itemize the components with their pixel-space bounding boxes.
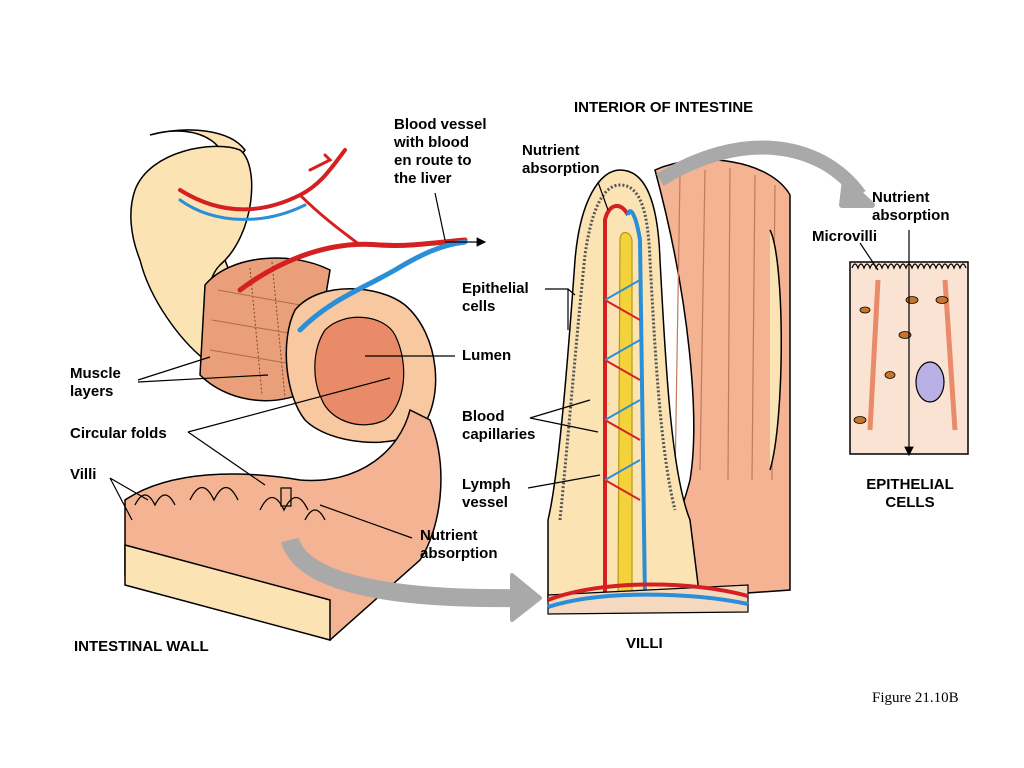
artery-capillary	[603, 204, 630, 600]
vein-capillary	[626, 209, 647, 601]
figure-number: Figure 21.10B	[872, 690, 959, 706]
villi-folds	[134, 486, 326, 521]
label-nutrient-absorption-right: Nutrient absorption	[872, 189, 950, 224]
tube-blood-vessels	[178, 148, 468, 333]
villus-base	[547, 584, 749, 615]
label-muscle-layers: Muscle layers	[70, 365, 121, 400]
villus-highlight-box	[280, 487, 292, 507]
epithelial-border	[558, 183, 677, 521]
wall-section	[124, 544, 331, 641]
label-nutrient-absorption-top: Nutrient absorption	[522, 142, 600, 177]
label-blood-vessel: Blood vessel with blood en route to the …	[394, 116, 487, 187]
label-lymph-vessel: Lymph vessel	[462, 476, 511, 511]
label-circular-folds: Circular folds	[70, 425, 167, 442]
villus-block	[547, 159, 791, 615]
label-lumen: Lumen	[462, 347, 512, 364]
label-villi: Villi	[70, 466, 97, 483]
label-nutrient-absorption-bottom: Nutrient absorption	[420, 527, 498, 562]
label-villi-caption: VILLI	[626, 635, 663, 652]
arrow-to-cells-head	[839, 177, 875, 208]
arrow-to-villi-head	[510, 573, 542, 622]
epithelial-cells-panel	[849, 230, 969, 457]
label-blood-capillaries: Blood capillaries	[462, 408, 536, 443]
label-epithelial-cells-caption: EPITHELIAL CELLS	[866, 476, 954, 511]
intestinal-tube	[124, 129, 442, 641]
lumen	[314, 316, 405, 426]
leader-lines	[109, 181, 879, 539]
lymph-vessel	[617, 231, 633, 601]
nucleus	[915, 361, 945, 403]
label-epithelial-cells: Epithelial cells	[462, 280, 529, 315]
label-interior-of-intestine: INTERIOR OF INTESTINE	[574, 99, 754, 116]
arrow-to-villi	[281, 537, 521, 608]
label-intestinal-wall: INTESTINAL WALL	[74, 638, 209, 655]
label-microvilli: Microvilli	[812, 228, 878, 245]
arrow-to-cells	[656, 140, 866, 200]
